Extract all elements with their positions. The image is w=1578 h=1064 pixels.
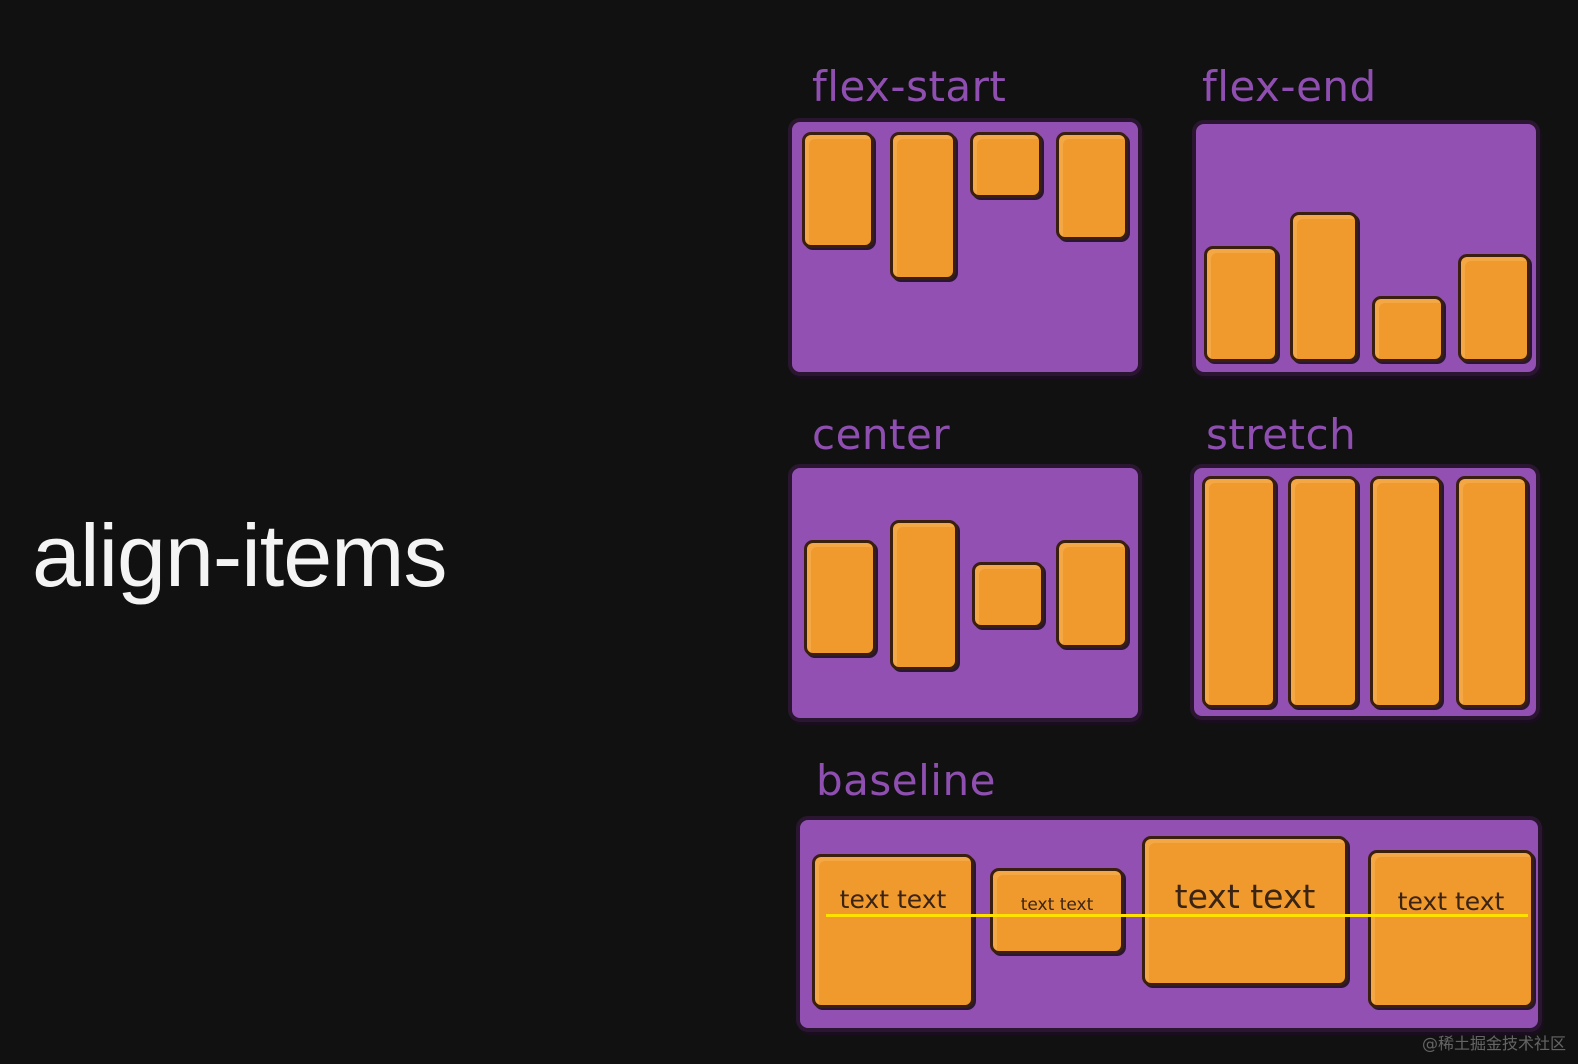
flex-item bbox=[890, 520, 958, 670]
flex-item bbox=[1458, 254, 1530, 362]
flex-item bbox=[1202, 476, 1276, 708]
panel-label-flex-end: flex-end bbox=[1202, 62, 1377, 111]
flex-item: text text bbox=[1142, 836, 1348, 986]
panel-label-center: center bbox=[812, 410, 951, 459]
flex-item bbox=[802, 132, 874, 248]
panel-label-stretch: stretch bbox=[1206, 410, 1357, 459]
item-text: text text bbox=[1174, 877, 1316, 916]
watermark: @稀土掘金技术社区 bbox=[1421, 1034, 1566, 1053]
panel-label-flex-start: flex-start bbox=[812, 62, 1007, 111]
center-container bbox=[788, 464, 1142, 722]
item-text: text text bbox=[1397, 887, 1505, 916]
flex-item bbox=[1372, 296, 1444, 362]
flex-item bbox=[1370, 476, 1442, 708]
flex-item bbox=[1056, 132, 1128, 240]
baseline-line bbox=[826, 914, 1528, 917]
item-text: text text bbox=[1020, 895, 1094, 915]
stretch-container bbox=[1190, 464, 1540, 720]
item-text: text text bbox=[839, 885, 947, 914]
flex-item: text text bbox=[812, 854, 974, 1008]
flex-item bbox=[972, 562, 1044, 628]
panel-label-baseline: baseline bbox=[816, 756, 996, 805]
flex-item bbox=[1204, 246, 1278, 362]
flex-item bbox=[890, 132, 956, 280]
flex-item: text text bbox=[990, 868, 1124, 954]
flex-item bbox=[1056, 540, 1128, 648]
flex-item bbox=[1290, 212, 1358, 362]
flex-item bbox=[970, 132, 1042, 198]
flex-item bbox=[1288, 476, 1358, 708]
baseline-container: text text text text text text text text bbox=[796, 816, 1542, 1032]
page-title: align-items bbox=[32, 506, 447, 605]
flex-item bbox=[804, 540, 876, 656]
flex-start-container bbox=[788, 118, 1142, 376]
flex-item: text text bbox=[1368, 850, 1534, 1008]
flex-item bbox=[1456, 476, 1528, 708]
flex-end-container bbox=[1192, 120, 1540, 376]
